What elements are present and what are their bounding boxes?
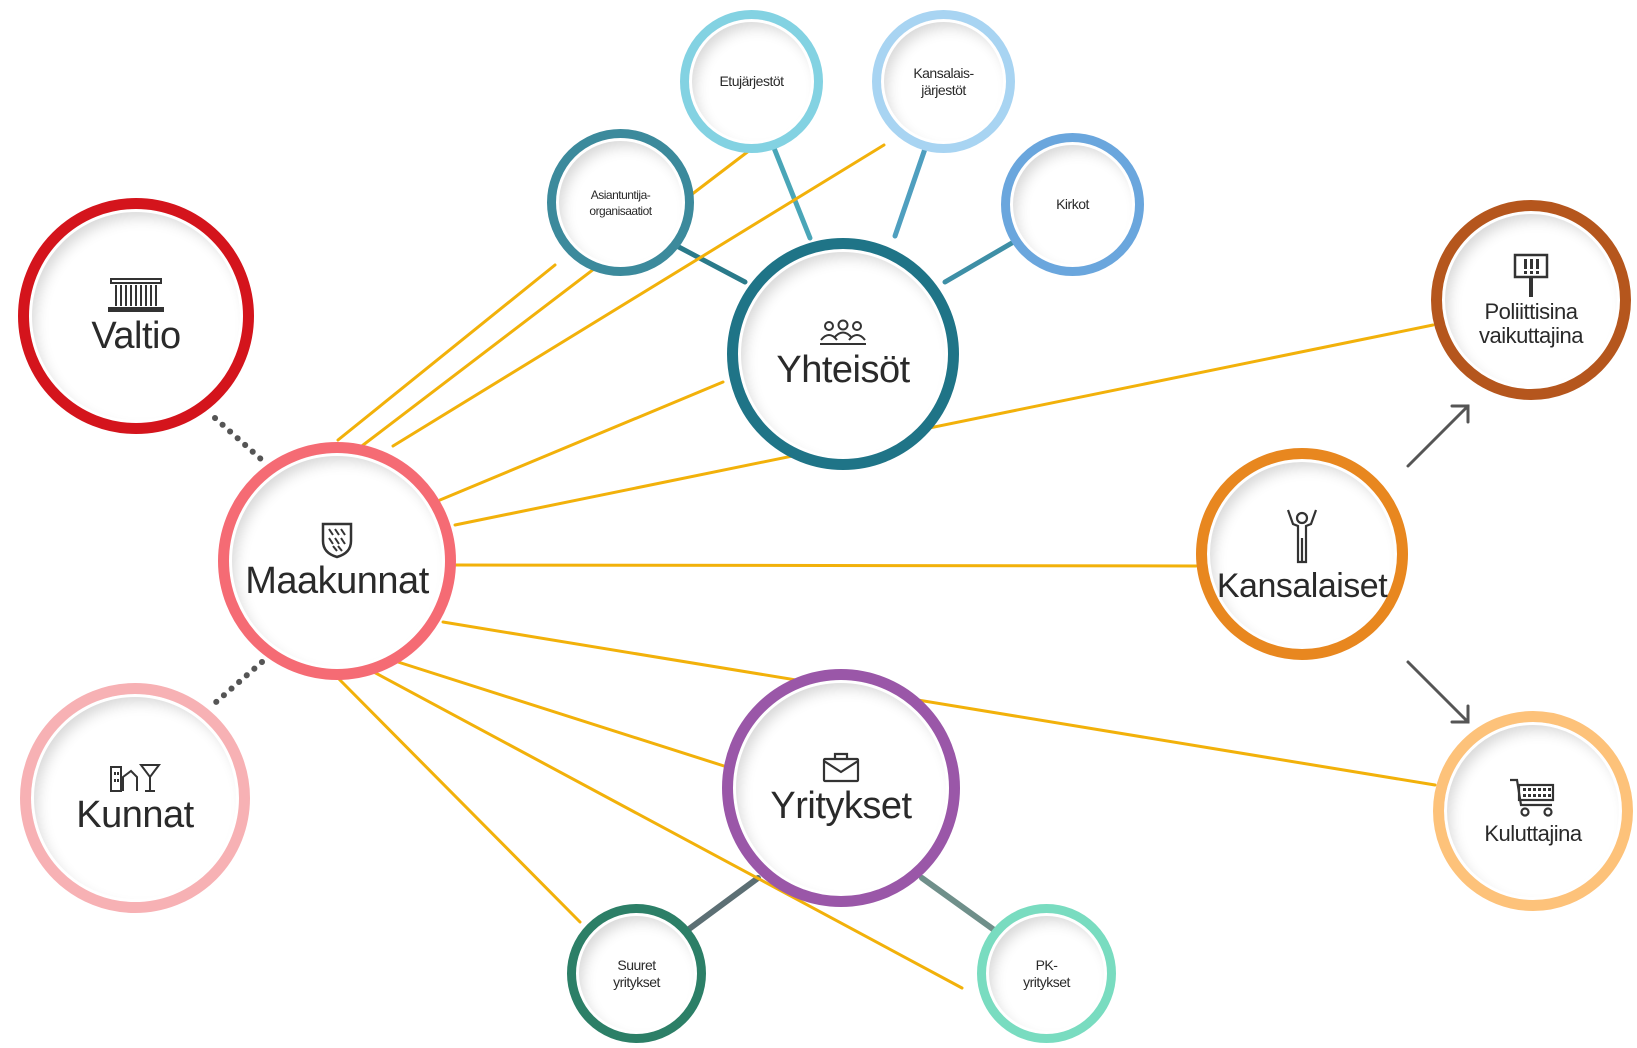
arrow-to-poliittisina — [1406, 404, 1470, 468]
dotted-link-valtio-maakunnat — [212, 415, 265, 463]
node-kansalaiset-label: Kansalaiset — [1216, 567, 1388, 605]
parliament-building-icon — [108, 278, 164, 312]
link-yhteisot-etujarjestot — [769, 140, 813, 241]
shopping-cart-icon — [1510, 778, 1555, 817]
relation-line-kuluttajina — [441, 620, 1437, 787]
node-asiantuntijaorganisaatiot[interactable]: Asiantuntija- organisaatiot — [547, 129, 694, 276]
node-etujarjestot-label: Etujärjestöt — [719, 73, 784, 89]
link-yhteisot-asiantuntija — [672, 242, 748, 285]
node-yritykset[interactable]: Yritykset — [722, 669, 960, 907]
node-asiantuntija-label: Asiantuntija- organisaatiot — [589, 187, 652, 218]
node-maakunnat[interactable]: Maakunnat — [218, 442, 456, 680]
relation-line-yritykset — [396, 660, 726, 768]
node-poliittisina-label: Poliittisina vaikuttajina — [1478, 299, 1584, 348]
relation-line-yhteisot — [438, 380, 725, 502]
relation-line-kansalaisjarjestot — [391, 143, 886, 448]
node-kirkot[interactable]: Kirkot — [1001, 133, 1144, 276]
yritykset-child-links — [682, 875, 1000, 935]
people-group-icon — [820, 319, 866, 345]
relation-line-kansalaiset — [454, 563, 1198, 568]
node-suuret-label: Suuret yritykset — [613, 956, 660, 990]
link-yhteisot-kansalaisjarjestot — [892, 140, 930, 239]
yhteisot-child-links — [672, 140, 1020, 285]
link-yritykset-suuret — [682, 875, 761, 935]
link-yritykset-pk — [919, 875, 1000, 935]
node-kansalaiset[interactable]: Kansalaiset — [1196, 448, 1408, 660]
node-kunnat[interactable]: Kunnat — [20, 683, 250, 913]
node-kirkot-label: Kirkot — [1056, 196, 1089, 212]
node-suuret-yritykset[interactable]: Suuret yritykset — [567, 904, 706, 1043]
node-kansalaisjarjestot[interactable]: Kansalais- järjestöt — [872, 10, 1015, 153]
dotted-link-kunnat-maakunnat — [212, 659, 265, 706]
node-etujarjestot[interactable]: Etujärjestöt — [680, 10, 823, 153]
node-kuluttajina[interactable]: Kuluttajina — [1433, 711, 1633, 911]
node-valtio[interactable]: Valtio — [18, 198, 254, 434]
node-pk-label: PK- yritykset — [1023, 956, 1070, 990]
node-kunnat-label: Kunnat — [76, 794, 194, 836]
protest-sign-icon — [1513, 253, 1549, 297]
node-yritykset-label: Yritykset — [770, 785, 912, 827]
relation-line-suuret — [335, 675, 582, 924]
node-poliittisina-vaikuttajina[interactable]: Poliittisina vaikuttajina — [1431, 200, 1631, 400]
relation-line-pk — [368, 668, 964, 990]
dotted-links — [212, 415, 265, 706]
link-yhteisot-kirkot — [942, 237, 1020, 285]
relation-line-asiantuntija — [336, 263, 557, 442]
node-valtio-label: Valtio — [91, 315, 181, 357]
arrow-to-kuluttajina — [1406, 660, 1470, 724]
person-arms-raised-icon — [1286, 509, 1318, 564]
node-yhteisot-label: Yhteisöt — [776, 349, 910, 391]
node-yhteisot[interactable]: Yhteisöt — [727, 238, 959, 470]
arrowhead-poliittisina-icon — [1450, 404, 1470, 424]
arrowhead-kuluttajina-icon — [1450, 704, 1470, 724]
kansalaiset-arrows — [1406, 404, 1470, 724]
node-kansalaisjarjestot-label: Kansalais- järjestöt — [913, 64, 974, 98]
node-kuluttajina-label: Kuluttajina — [1484, 820, 1582, 846]
relation-line-poliittisina — [453, 323, 1435, 527]
town-buildings-icon — [110, 764, 161, 792]
node-maakunnat-label: Maakunnat — [245, 560, 429, 602]
briefcase-icon — [822, 752, 860, 783]
node-pk-yritykset[interactable]: PK- yritykset — [977, 904, 1116, 1043]
coat-of-arms-shield-icon — [321, 522, 353, 559]
